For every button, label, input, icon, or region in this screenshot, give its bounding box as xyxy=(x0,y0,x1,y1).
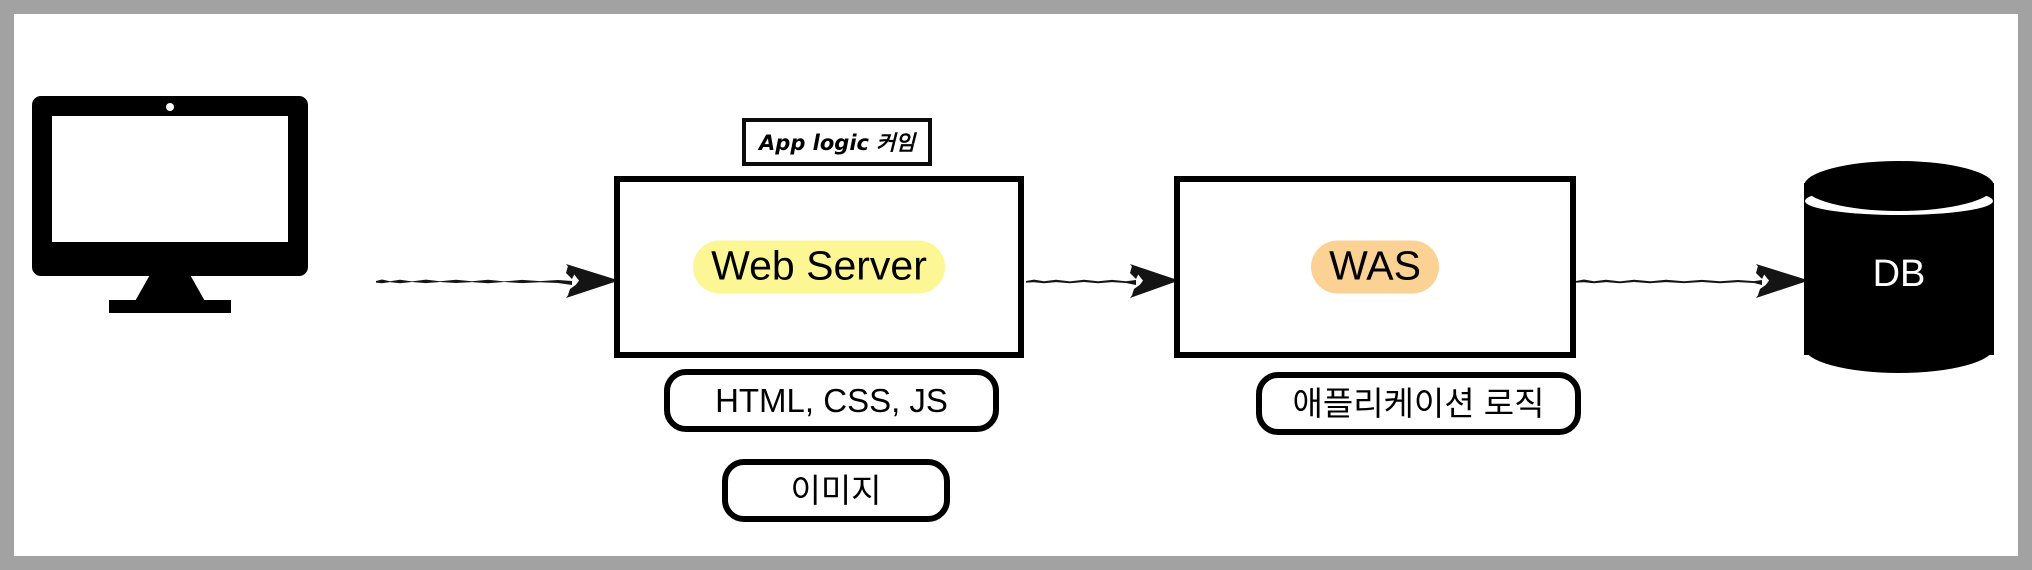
caption-application-logic: 애플리케이션 로직 xyxy=(1256,372,1581,435)
monitor-screen xyxy=(52,116,288,242)
database-top-cap xyxy=(1804,161,1994,211)
monitor-stand-base xyxy=(109,300,231,313)
web-server-label: Web Server xyxy=(693,240,945,294)
arrow-client-to-web-server xyxy=(376,258,621,302)
was-node[interactable]: WAS xyxy=(1174,176,1576,358)
web-server-label-wrap: Web Server xyxy=(620,240,1018,294)
monitor-bezel xyxy=(32,96,308,276)
monitor-stand-neck xyxy=(134,275,206,303)
web-server-node[interactable]: Web Server xyxy=(614,176,1024,358)
was-label: WAS xyxy=(1311,240,1439,294)
arrow-was-to-db xyxy=(1576,258,1811,302)
caption-html-css-js: HTML, CSS, JS xyxy=(664,369,999,432)
caption-image-label: 이미지 xyxy=(790,472,882,509)
database-bottom-cap xyxy=(1804,321,1994,373)
database-label: DB xyxy=(1872,253,1926,295)
caption-application-logic-label: 애플리케이션 로직 xyxy=(1292,385,1545,422)
caption-image: 이미지 xyxy=(722,459,950,522)
arrow-web-server-to-was xyxy=(1026,258,1181,302)
was-label-wrap: WAS xyxy=(1180,240,1570,294)
monitor-camera-dot xyxy=(166,103,174,111)
client-monitor-icon xyxy=(32,96,308,313)
diagram-canvas: Web Server App logic 커임 HTML, CSS, JS 이미… xyxy=(14,14,2018,556)
database-cylinder[interactable]: DB xyxy=(1804,161,1994,377)
app-logic-annotation-box: App logic 커임 xyxy=(742,118,932,166)
caption-html-css-js-label: HTML, CSS, JS xyxy=(715,382,948,419)
app-logic-annotation-text: App logic 커임 xyxy=(759,131,915,155)
